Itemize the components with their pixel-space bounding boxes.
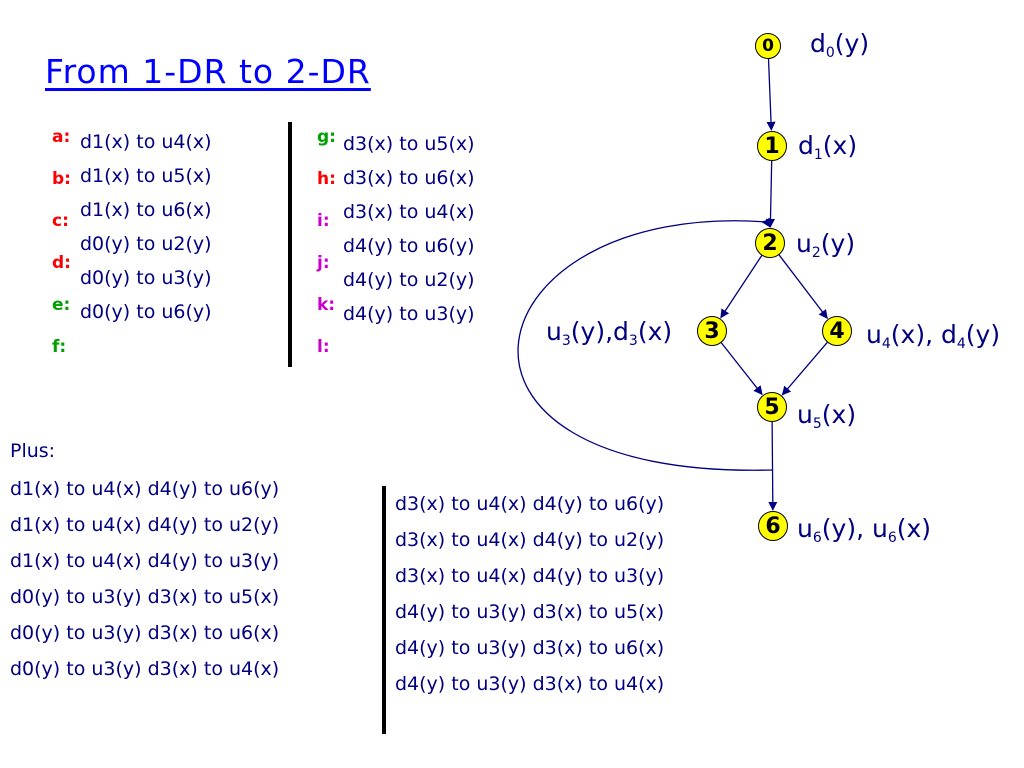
- left-letter-label: f:: [52, 337, 67, 357]
- left-pair-item: d1(x) to u5(x): [80, 165, 212, 187]
- right-letter-label: g:: [317, 127, 336, 147]
- plus-right-item: d3(x) to u4(x) d4(y) to u2(y): [395, 529, 665, 551]
- node-2: 2: [755, 228, 785, 258]
- divider-vertical-bottom: [382, 486, 386, 734]
- node-4: 4: [822, 316, 852, 346]
- plus-right-item: d4(y) to u3(y) d3(x) to u4(x): [395, 673, 665, 695]
- left-pair-item: d0(y) to u2(y): [80, 233, 212, 255]
- node-3: 3: [697, 316, 727, 346]
- plus-left-item: d0(y) to u3(y) d3(x) to u4(x): [10, 658, 280, 680]
- left-letter-label: c:: [52, 211, 69, 231]
- page-title: From 1-DR to 2-DR: [45, 52, 371, 91]
- divider-vertical-top: [288, 122, 292, 367]
- right-letter-label: l:: [317, 337, 330, 357]
- node-1: 1: [757, 131, 787, 161]
- edge-4-5: [781, 341, 828, 396]
- plus-heading: Plus:: [10, 440, 56, 462]
- edge-5-6: [768, 421, 778, 511]
- edge-2-3: [720, 255, 763, 319]
- edge-5-2: [517, 217, 773, 471]
- plus-left-item: d1(x) to u4(x) d4(y) to u6(y): [10, 478, 280, 500]
- left-pair-item: d1(x) to u6(x): [80, 199, 212, 221]
- right-pair-item: d3(x) to u4(x): [343, 201, 475, 223]
- left-letter-label: d:: [52, 253, 71, 273]
- node-5: 5: [757, 392, 787, 422]
- right-pair-item: d3(x) to u5(x): [343, 133, 475, 155]
- node-1-label: d1(x): [798, 131, 858, 164]
- node-6-label: u6(y), u6(x): [797, 514, 932, 547]
- left-pair-item: d0(y) to u6(y): [80, 301, 212, 323]
- left-letter-label: b:: [52, 169, 71, 189]
- left-pair-item: d1(x) to u4(x): [80, 131, 212, 153]
- left-letter-label: a:: [52, 127, 71, 147]
- right-letter-label: h:: [317, 169, 336, 189]
- node-6: 6: [758, 511, 788, 541]
- left-letter-label: e:: [52, 295, 71, 315]
- right-pair-item: d4(y) to u6(y): [343, 235, 475, 257]
- node-3-label: u3(y),d3(x): [546, 317, 673, 350]
- plus-left-item: d0(y) to u3(y) d3(x) to u6(x): [10, 622, 280, 644]
- right-letter-label: k:: [317, 295, 336, 315]
- node-2-label: u2(y): [796, 229, 856, 262]
- plus-left-item: d1(x) to u4(x) d4(y) to u3(y): [10, 550, 280, 572]
- edge-0-1: [766, 58, 776, 131]
- node-5-label: u5(x): [797, 400, 857, 433]
- edge-3-5: [720, 342, 763, 396]
- edge-2-4: [778, 254, 828, 319]
- plus-right-item: d3(x) to u4(x) d4(y) to u6(y): [395, 493, 665, 515]
- right-pair-item: d4(y) to u3(y): [343, 303, 475, 325]
- left-pair-item: d0(y) to u3(y): [80, 267, 212, 289]
- plus-right-item: d4(y) to u3(y) d3(x) to u6(x): [395, 637, 665, 659]
- plus-right-item: d4(y) to u3(y) d3(x) to u5(x): [395, 601, 665, 623]
- right-letter-label: j:: [317, 253, 330, 273]
- plus-left-item: d1(x) to u4(x) d4(y) to u2(y): [10, 514, 280, 536]
- node-4-label: u4(x), d4(y): [866, 320, 1001, 353]
- right-pair-item: d4(y) to u2(y): [343, 269, 475, 291]
- plus-left-item: d0(y) to u3(y) d3(x) to u5(x): [10, 586, 280, 608]
- node-0: 0: [755, 33, 781, 59]
- right-pair-item: d3(x) to u6(x): [343, 167, 475, 189]
- node-0-label: d0(y): [810, 29, 870, 62]
- plus-right-item: d3(x) to u4(x) d4(y) to u3(y): [395, 565, 665, 587]
- edge-1-2: [765, 160, 776, 228]
- right-letter-label: i:: [317, 211, 330, 231]
